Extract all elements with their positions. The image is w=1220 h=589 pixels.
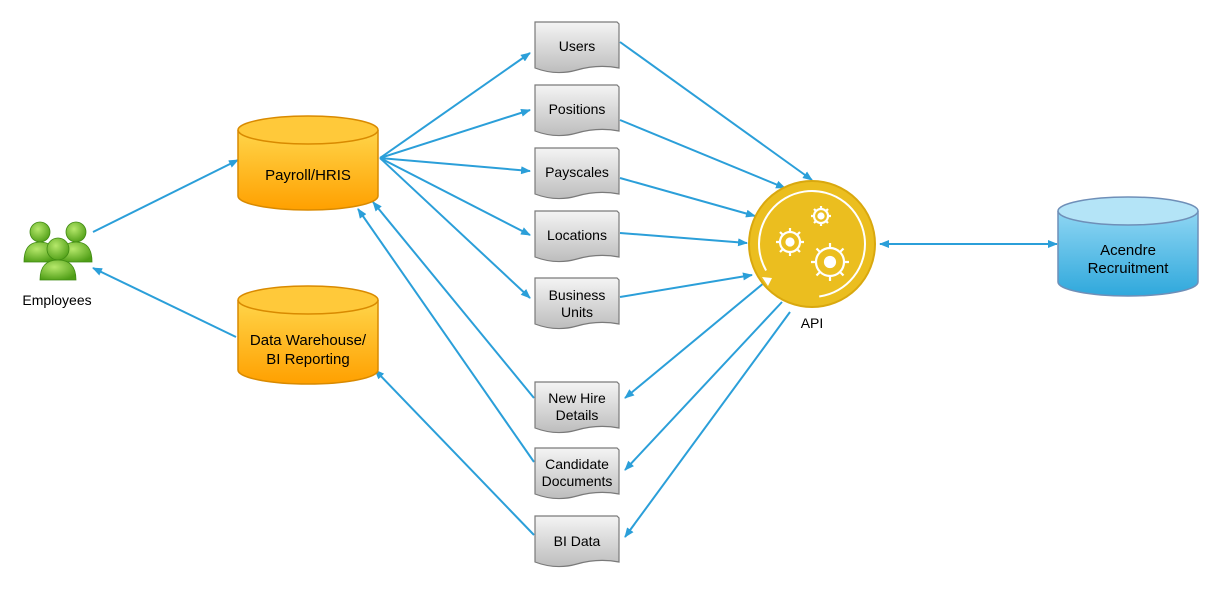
document-new-hire-label-line1: New Hire [548, 390, 606, 406]
document-bi-data: BI Data [534, 515, 620, 568]
employees-label: Employees [22, 292, 91, 308]
acendre-label-line1: Acendre [1100, 242, 1156, 259]
arrow-employees-to-payroll [92, 159, 239, 233]
document-candidate-label-line1: Candidate [545, 456, 609, 472]
api-node: API [748, 180, 876, 331]
document-new-hire-details: New Hire Details [534, 381, 620, 434]
document-new-hire-label-line2: Details [556, 407, 599, 423]
arrow-payroll-to-locations [379, 157, 531, 236]
arrow-payroll-to-payscales [379, 157, 531, 175]
document-candidate-documents: Candidate Documents [534, 447, 620, 500]
arrow-warehouse-to-employees [92, 267, 237, 338]
gears-icon [776, 206, 849, 281]
arrow-business-units-to-api [619, 272, 753, 298]
payroll-hris-database: Payroll/HRIS [237, 115, 379, 211]
employees-actor: Employees [22, 221, 93, 308]
api-label: API [801, 315, 824, 331]
data-warehouse-database: Data Warehouse/ BI Reporting [237, 285, 379, 385]
data-warehouse-label-line2: BI Reporting [266, 351, 349, 368]
document-business-units-label-line1: Business [549, 287, 606, 303]
arrow-api-to-bi-data [624, 311, 791, 538]
arrow-bi-data-to-warehouse [374, 369, 535, 536]
arrow-positions-to-api [619, 119, 786, 189]
document-business-units: Business Units [534, 277, 620, 330]
people-icon [23, 221, 93, 281]
arrow-api-to-new-hire [624, 281, 766, 399]
document-locations: Locations [534, 210, 620, 263]
document-payscales: Payscales [534, 147, 620, 200]
payroll-hris-label: Payroll/HRIS [265, 167, 351, 184]
arrow-locations-to-api [619, 232, 748, 247]
document-users: Users [534, 21, 620, 74]
document-positions: Positions [534, 84, 620, 137]
document-bi-data-label: BI Data [554, 533, 601, 549]
arrow-payroll-to-business-units [379, 157, 531, 299]
arrow-payroll-to-positions [379, 108, 531, 159]
acendre-recruitment-database: Acendre Recruitment [1057, 196, 1199, 297]
document-candidate-label-line2: Documents [542, 473, 613, 489]
acendre-label-line2: Recruitment [1088, 260, 1170, 277]
document-business-units-label-line2: Units [561, 304, 593, 320]
connectors [92, 41, 1058, 538]
arrow-payroll-to-users [379, 52, 531, 159]
arrow-payscales-to-api [619, 177, 756, 218]
arrow-candidate-docs-to-payroll [357, 208, 535, 463]
arrow-new-hire-to-payroll [372, 201, 535, 399]
document-payscales-label: Payscales [545, 164, 609, 180]
document-positions-label: Positions [549, 101, 606, 117]
arrow-api-to-candidate-docs [624, 301, 783, 471]
document-locations-label: Locations [547, 227, 607, 243]
document-users-label: Users [559, 38, 596, 54]
arrow-users-to-api [619, 41, 813, 181]
data-warehouse-label-line1: Data Warehouse/ [250, 332, 367, 349]
